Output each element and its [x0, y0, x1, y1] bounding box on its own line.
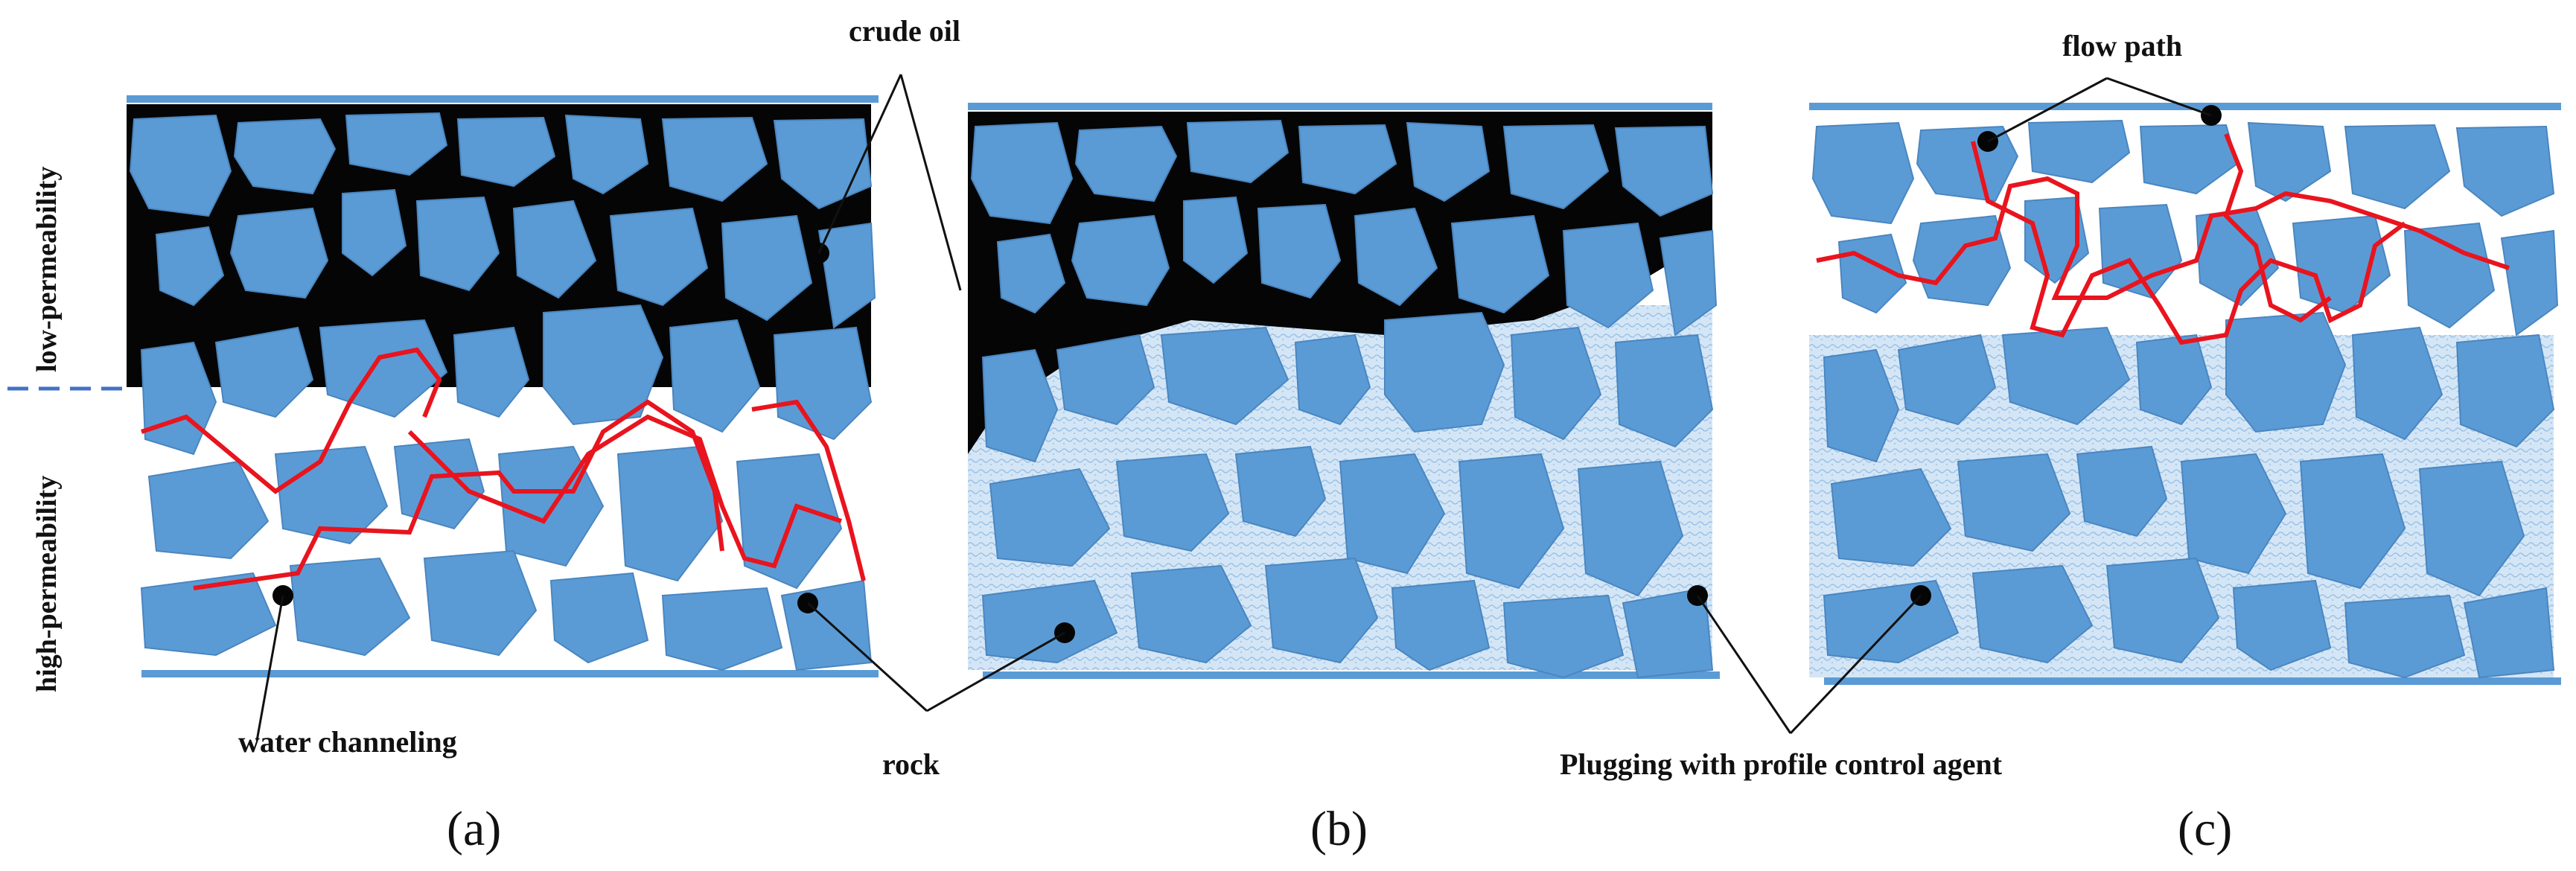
flow-line-a1 [141, 347, 442, 494]
flow-line-a3 [407, 414, 842, 569]
panel-c-label: (c) [2178, 802, 2232, 856]
plugging-label: Plugging with profile control agent [1560, 747, 2003, 781]
panel-b [968, 103, 1720, 679]
panel-a-label: (a) [447, 802, 501, 856]
top-boundary-b [968, 103, 1712, 110]
panel-c [1809, 103, 2561, 685]
top-boundary-a [127, 95, 879, 103]
flow-path-label: flow path [2062, 29, 2182, 63]
bottom-boundary-a [141, 670, 879, 677]
rock-label: rock [882, 747, 940, 781]
flow-line-a4 [751, 399, 866, 581]
high-permeability-label: high-permeability [31, 476, 63, 692]
panel-a [127, 95, 879, 677]
bottom-boundary-b [983, 671, 1720, 679]
crude-oil-label: crude oil [849, 14, 960, 48]
low-permeability-label: low-permeability [31, 166, 63, 372]
leader-lines [255, 74, 2212, 741]
bottom-boundary-c [1824, 677, 2561, 685]
water-channeling-label: water channeling [238, 725, 457, 759]
flow-line-c3 [2223, 133, 2332, 323]
flow-line-a2 [193, 399, 724, 590]
panel-b-label: (b) [1310, 802, 1368, 856]
flow-line-c2 [1971, 141, 2406, 345]
